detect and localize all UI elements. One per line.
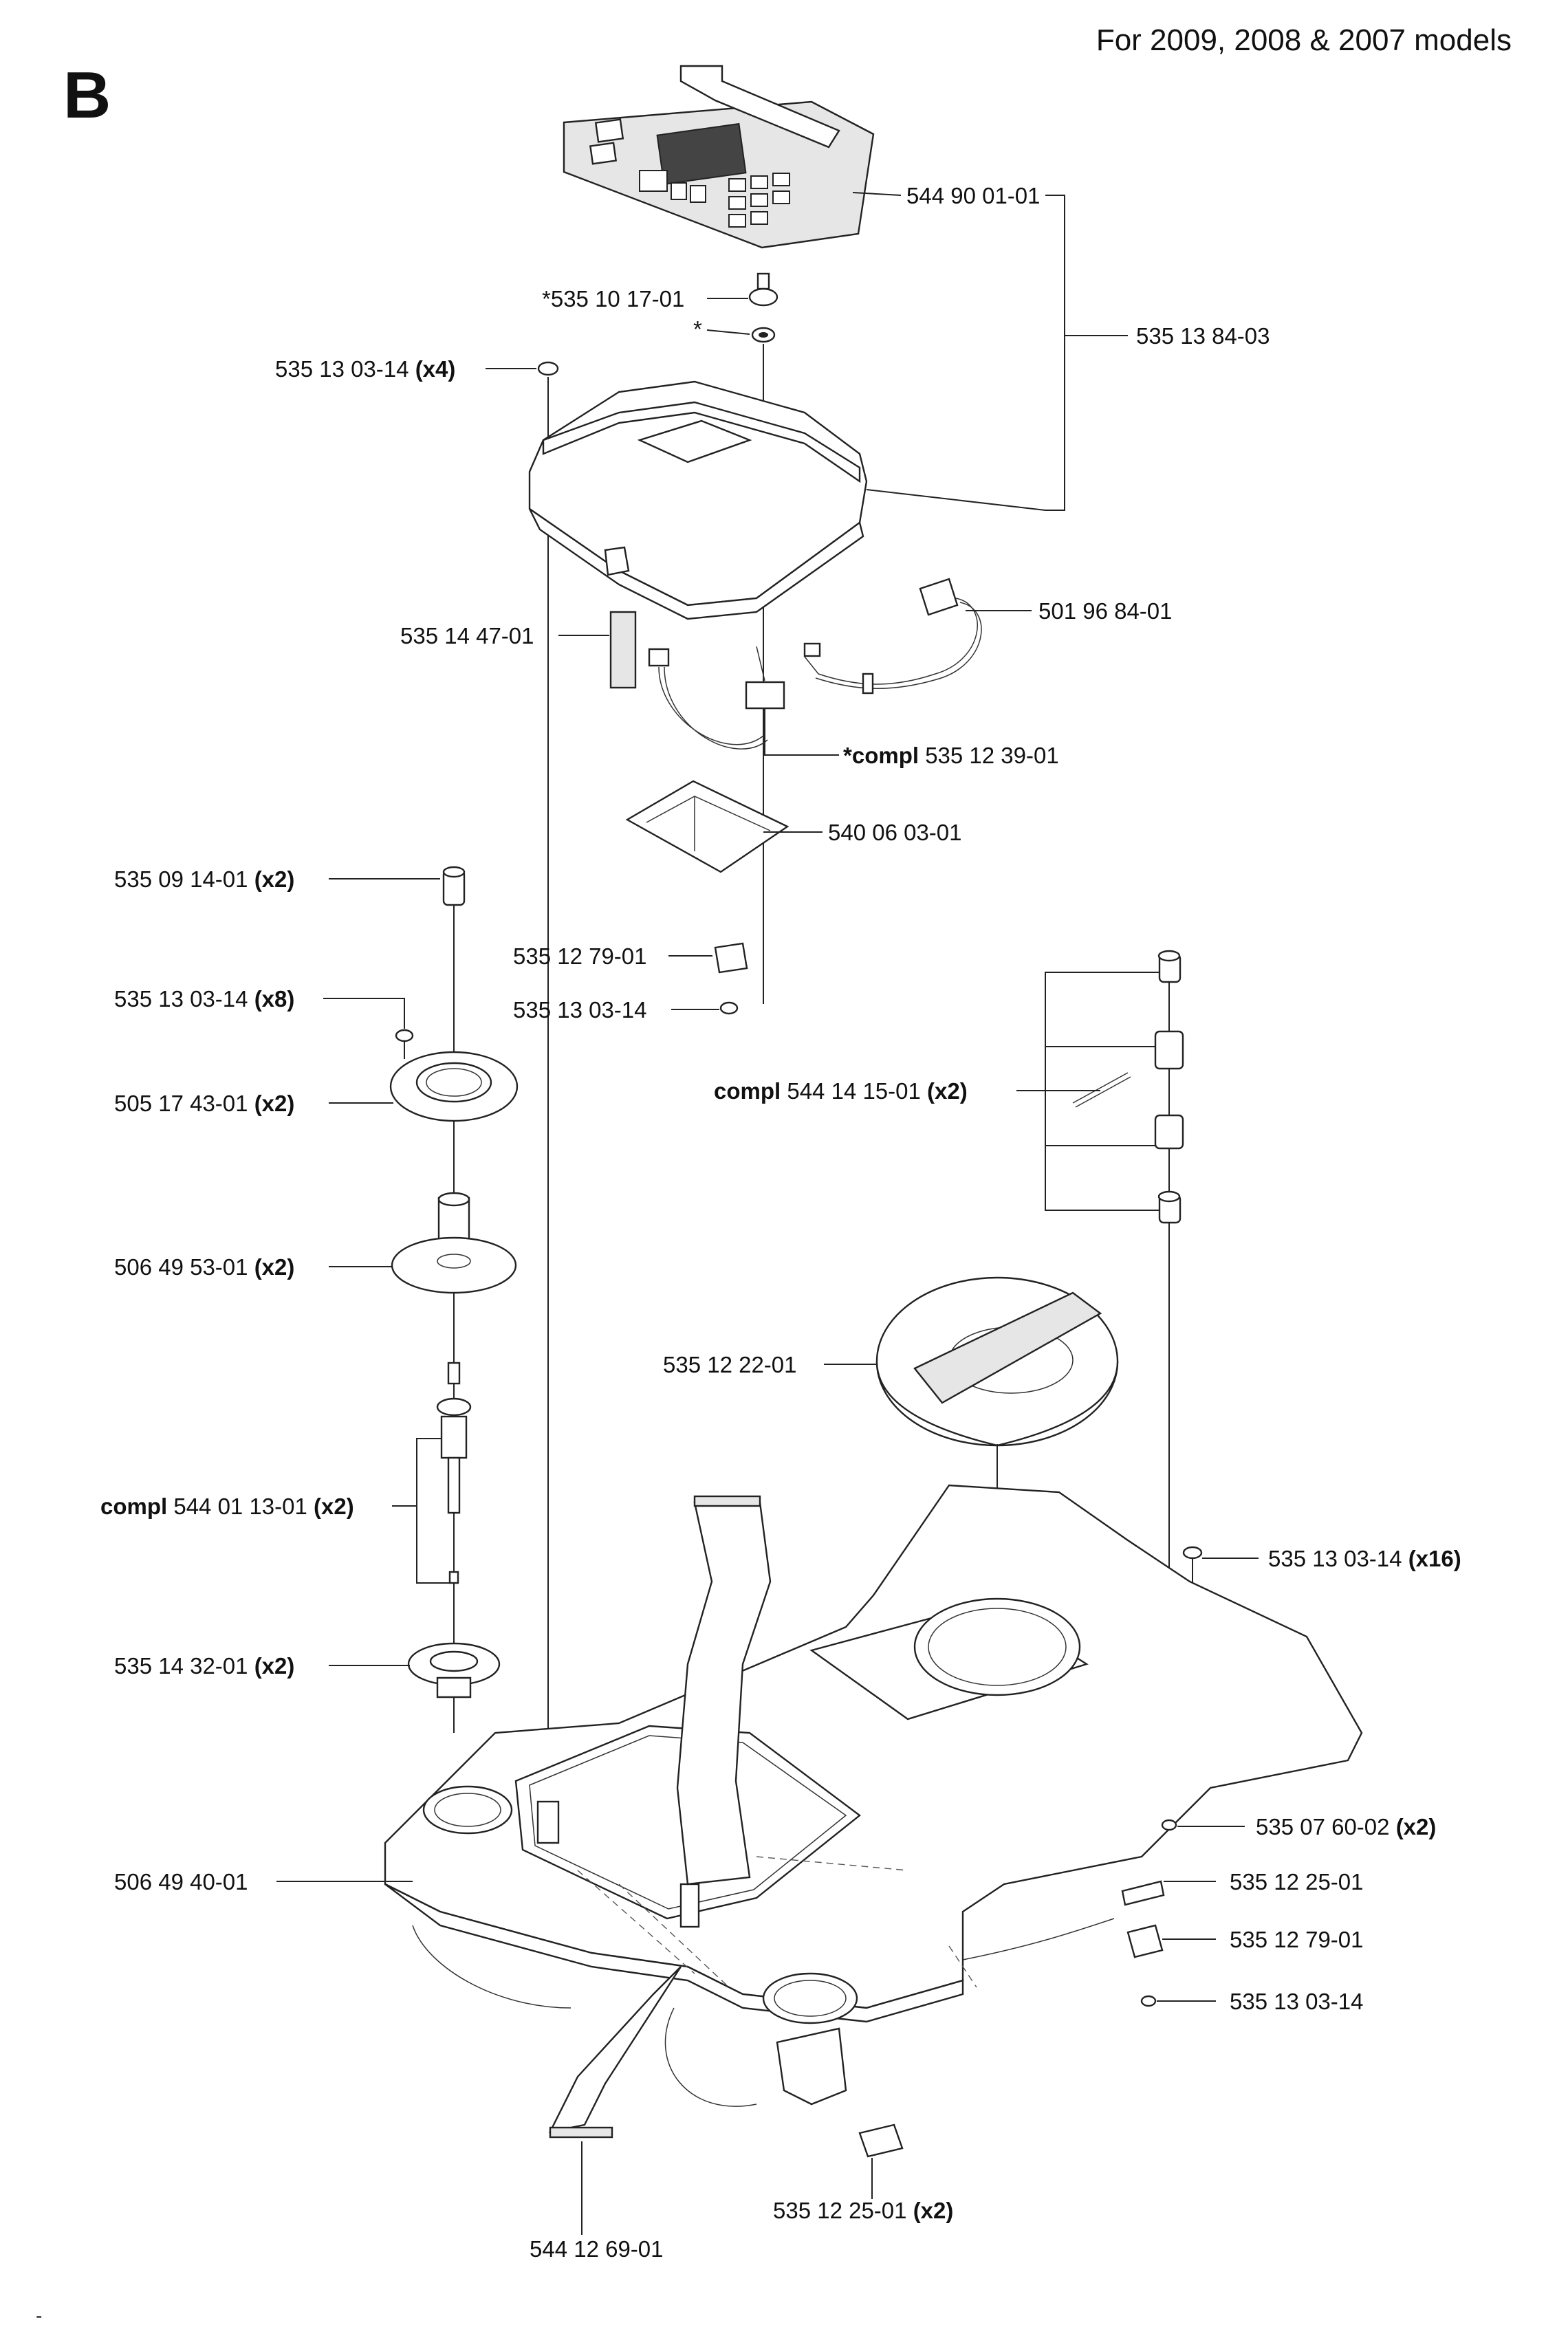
callout-compl-544-14-15-01-x2: compl 544 14 15-01 (x2) [714, 1078, 968, 1104]
wire-harness-501 [803, 578, 982, 695]
callout-535-14-32-01-x2: 535 14 32-01 (x2) [114, 1653, 294, 1679]
callout-535-13-03-14-upper: 535 13 03-14 [513, 997, 647, 1023]
connector-box [664, 2007, 847, 2107]
collar-535-14-32 [407, 1642, 501, 1698]
callout-535-13-84-03: 535 13 84-03 [1136, 323, 1270, 349]
callout-506-49-53-01-x2: 506 49 53-01 (x2) [114, 1254, 294, 1280]
callout-535-09-14-01-x2: 535 09 14-01 (x2) [114, 866, 294, 892]
callout-506-49-40-01: 506 49 40-01 [114, 1869, 248, 1894]
callout-labels: 544 90 01-01 *535 10 17-01 * 535 13 84-0… [100, 183, 1461, 2262]
callout-535-13-03-14-x8: 535 13 03-14 (x8) [114, 986, 294, 1012]
round-cover-535-12-22 [875, 1276, 1119, 1643]
models-note: For 2009, 2008 & 2007 models [1096, 23, 1512, 57]
callout-535-13-03-14-x16: 535 13 03-14 (x16) [1268, 1546, 1461, 1571]
main-chassis [384, 1484, 1363, 2024]
callout-535-12-22-01: 535 12 22-01 [663, 1352, 797, 1377]
right-small-parts [1121, 1819, 1177, 2007]
callout-asterisk: * [693, 316, 702, 342]
clip-upper [714, 942, 748, 1015]
button-knob [748, 272, 778, 343]
callout-505-17-43-01-x2: 505 17 43-01 (x2) [114, 1091, 294, 1116]
callout-535-13-03-14-x4: 535 13 03-14 (x4) [275, 356, 455, 382]
section-letter: B [63, 58, 111, 132]
callout-535-12-25-01: 535 12 25-01 [1230, 1869, 1364, 1894]
callout-535-12-25-01-x2: 535 12 25-01 (x2) [773, 2198, 953, 2223]
callout-544-90-01-01: 544 90 01-01 [906, 183, 1041, 208]
callout-compl-535-12-39-01: *compl 535 12 39-01 [843, 743, 1059, 768]
spacer-left [442, 866, 466, 906]
callout-535-13-03-14-lower: 535 13 03-14 [1230, 1989, 1364, 2014]
ribbon-cable [548, 1495, 772, 2235]
upper-cover [528, 380, 868, 620]
label-535-12-25-bottom [858, 2123, 904, 2199]
callout-535-10-17-01: *535 10 17-01 [542, 286, 684, 312]
callout-compl-544-01-13-01-x2: compl 544 01 13-01 (x2) [100, 1494, 354, 1519]
callout-540-06-03-01: 540 06 03-01 [828, 820, 962, 845]
bearing-plate-505 [389, 1051, 519, 1122]
leader-lines [276, 192, 1259, 2002]
callout-544-12-69-01: 544 12 69-01 [530, 2236, 664, 2262]
sensor-assembly [609, 611, 785, 750]
keypad-membrane [563, 65, 875, 249]
callout-535-07-60-02-x2: 535 07 60-02 (x2) [1256, 1814, 1436, 1839]
screw-x8 [395, 1029, 414, 1059]
flange-506-49-53 [391, 1192, 517, 1294]
screw-top [537, 361, 559, 1760]
callout-535-12-79-01-lower: 535 12 79-01 [1230, 1927, 1364, 1952]
right-spacer-set [1072, 950, 1184, 1224]
callout-501-96-84-01: 501 96 84-01 [1038, 598, 1173, 624]
callout-535-12-79-01-upper: 535 12 79-01 [513, 943, 647, 969]
callout-535-14-47-01: 535 14 47-01 [400, 623, 534, 648]
shaft-assembly-544-01 [436, 1362, 472, 1584]
footer-mark: - [36, 2305, 43, 2326]
circuit-board [625, 780, 790, 873]
